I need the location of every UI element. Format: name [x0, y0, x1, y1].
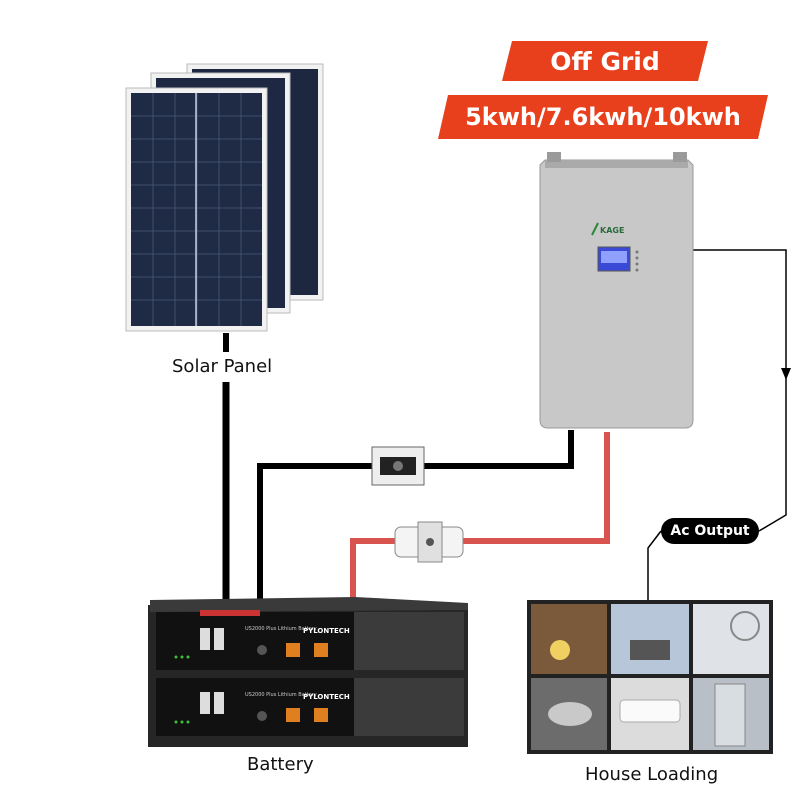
battery-unit-top: US2000 Plus Lithium Battery PYLONTECH — [156, 610, 464, 670]
ac-output-label: Ac Output — [661, 518, 759, 544]
solar-panel-front — [125, 87, 268, 332]
ac-arrow-icon — [781, 368, 791, 380]
battery-unit-bottom: US2000 Plus Lithium Battery PYLONTECH — [156, 678, 464, 736]
solar-panel-array — [125, 63, 324, 332]
battery-model-text-top: US2000 Plus Lithium Battery — [245, 626, 317, 632]
battery-label: Battery — [247, 754, 314, 775]
battery-model-text-bottom: US2000 Plus Lithium Battery — [245, 692, 317, 698]
house-loading-label: House Loading — [585, 764, 719, 785]
battery-brand-bottom: PYLONTECH — [303, 693, 350, 701]
capacity-badge: 5kwh/7.6kwh/10kwh — [438, 95, 768, 139]
dc-connector-red — [394, 521, 464, 563]
fan-icon — [693, 604, 769, 674]
dc-positive-cable — [460, 432, 610, 544]
solar-panel-label: Solar Panel — [172, 356, 273, 377]
battery-stack: US2000 Plus Lithium Battery PYLONTECH US… — [148, 597, 468, 747]
inverter: KAGE — [539, 152, 694, 429]
dc-connector-black — [371, 446, 425, 486]
cables — [222, 249, 791, 600]
ac-to-house-cable — [647, 530, 662, 600]
tea-cup-icon — [531, 604, 607, 674]
dc-negative-cable — [423, 430, 574, 469]
ac-output-cable — [693, 249, 787, 532]
inverter-brand-logo: KAGE — [600, 226, 624, 235]
dc-negative-cable-battery — [257, 463, 374, 600]
off-grid-text: Off Grid — [550, 46, 660, 76]
capacity-text: 5kwh/7.6kwh/10kwh — [465, 103, 741, 131]
off-grid-badge: Off Grid — [502, 41, 708, 81]
house-loading-grid — [527, 600, 773, 754]
dc-positive-cable-battery — [350, 538, 410, 600]
laptop-icon — [611, 604, 689, 674]
battery-brand-top: PYLONTECH — [303, 627, 350, 635]
